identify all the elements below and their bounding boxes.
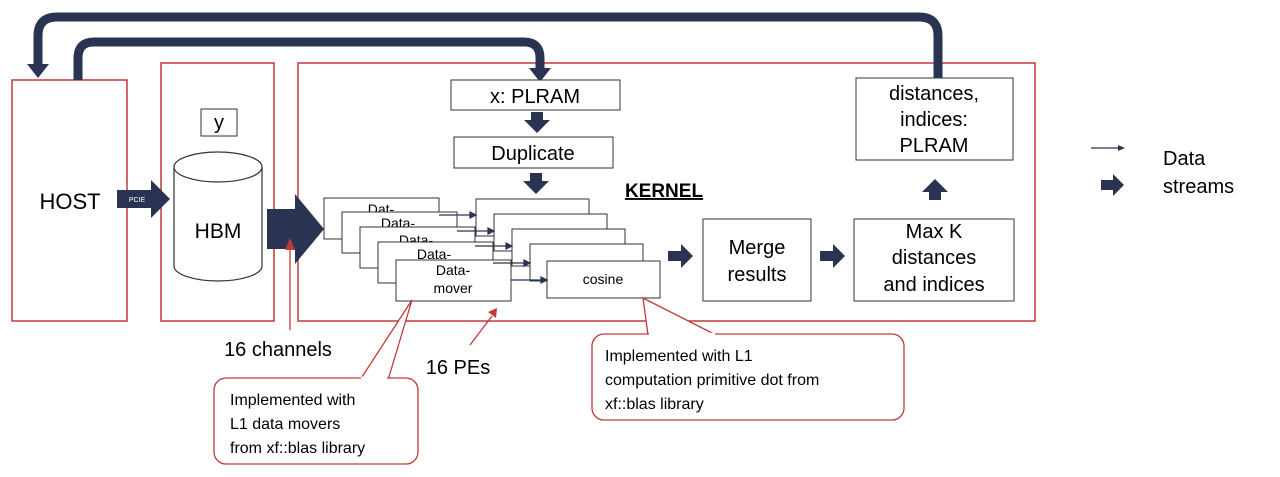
maxk-to-output-arrow xyxy=(922,179,948,200)
legend-thick-arrow xyxy=(1101,174,1124,196)
pes-pointer-head xyxy=(488,308,497,318)
host-box xyxy=(11,79,128,322)
host-to-x-arrowhead xyxy=(529,68,551,82)
cosine-callout-tail xyxy=(642,296,717,336)
hbm-cylinder-top xyxy=(173,151,263,183)
maxk-label: distances xyxy=(892,247,977,269)
datamover-front-label: mover xyxy=(434,280,473,296)
datamovers-callout-text: L1 data movers xyxy=(230,416,340,433)
cosine-callout-text: Implemented with L1 xyxy=(605,348,753,365)
datamovers-callout-text: from xf::blas library xyxy=(230,440,365,457)
merge-results-box xyxy=(702,218,812,302)
duplicate-box xyxy=(453,136,614,169)
hbm-label: HBM xyxy=(195,220,242,243)
maxk-label: Max K xyxy=(906,221,963,243)
legend-label: Data xyxy=(1163,148,1206,170)
x-plram-label: x: PLRAM xyxy=(490,86,580,108)
pcie-label: PCIE xyxy=(129,197,146,204)
kernel-label: KERNEL xyxy=(625,181,704,202)
datamovers-callout xyxy=(213,377,419,465)
cosine-callout-text: computation primitive dot from xyxy=(605,372,819,389)
pe-connectors xyxy=(439,211,549,284)
output-plram-label: distances, xyxy=(889,83,979,105)
cosine-callout xyxy=(591,333,905,421)
host-label: HOST xyxy=(39,189,100,214)
cosine-label: cosine xyxy=(583,271,624,287)
datamover-label: Data- xyxy=(417,246,452,262)
y-label: y xyxy=(214,112,224,134)
hbm-cylinder-body xyxy=(173,167,263,282)
cosine-callout-text: xf::blas library xyxy=(605,396,704,413)
merge-results-label: Merge xyxy=(729,237,786,259)
pe-to-merge-arrow xyxy=(668,244,693,268)
output-plram-label: indices: xyxy=(900,109,968,131)
datamover-front-box xyxy=(395,259,512,302)
datamover-front-label: Data- xyxy=(436,262,471,278)
x-to-duplicate-arrow xyxy=(524,112,550,133)
output-to-host-loop-line xyxy=(33,12,943,78)
maxk-label: and indices xyxy=(883,274,984,296)
pes-label: 16 PEs xyxy=(426,357,490,379)
maxk-box xyxy=(853,218,1015,302)
pcie-arrow xyxy=(117,180,170,218)
channels-pointer-head xyxy=(285,238,295,250)
legend-thin-arrowhead xyxy=(1118,145,1125,151)
output-plram-label: PLRAM xyxy=(900,135,969,157)
output-plram-box xyxy=(855,77,1014,161)
x-plram-box xyxy=(450,79,621,111)
legend-label: streams xyxy=(1163,176,1234,198)
cosine-front-box xyxy=(546,260,661,299)
merge-results-label: results xyxy=(728,264,787,286)
y-box xyxy=(200,108,238,137)
merge-to-maxk-arrow xyxy=(820,244,845,268)
datamovers-callout-text: Implemented with xyxy=(230,392,355,409)
hbm-to-pe-arrow xyxy=(267,194,324,264)
duplicate-label: Duplicate xyxy=(491,143,574,165)
duplicate-to-pe-arrow xyxy=(523,173,549,194)
datamovers-callout-tail xyxy=(359,299,413,381)
host-to-x-loop-line xyxy=(73,37,545,80)
channels-label: 16 channels xyxy=(224,339,332,361)
output-to-host-arrowhead xyxy=(27,64,49,78)
pes-pointer-line xyxy=(469,315,493,346)
